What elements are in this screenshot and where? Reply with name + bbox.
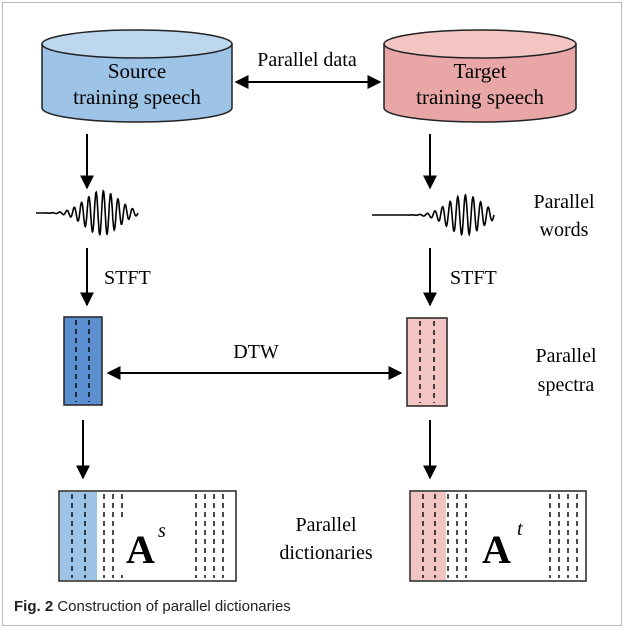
source-waveform-icon [36,189,139,236]
target-dictionary: A t [409,490,587,582]
target-db-label-1: Target [454,59,507,83]
parallel-spectra-label-2: spectra [538,374,595,396]
source-db-label-2: training speech [73,85,201,109]
target-spectrum [406,317,448,407]
target-waveform-icon [372,193,495,237]
target-db-label-2: training speech [416,85,544,109]
parallel-spectra-label-1: Parallel [535,345,597,367]
source-spectrum [63,316,103,406]
dict-source-sup: s [158,520,166,542]
stft-label-left: STFT [104,267,151,289]
source-database: Source training speech [41,29,233,123]
dtw-label: DTW [233,341,279,363]
parallel-dict-label-1: Parallel [295,514,357,536]
parallel-dict-label-2: dictionaries [279,542,373,564]
parallel-data-label: Parallel data [257,49,357,71]
caption-label: Fig. 2 [14,598,54,615]
source-db-label-1: Source [108,59,166,83]
parallel-words-label-1: Parallel [533,191,595,213]
figure-caption: Fig. 2 Construction of parallel dictiona… [14,598,291,615]
parallel-words-label-2: words [540,219,589,241]
dict-target-sup: t [517,518,523,540]
target-database: Target training speech [383,29,577,123]
dict-source-letter: A [126,527,155,572]
stft-label-right: STFT [450,267,497,289]
caption-text: Construction of parallel dictionaries [57,598,291,615]
source-dictionary: A s [58,490,237,582]
dict-target-letter: A [482,527,511,572]
